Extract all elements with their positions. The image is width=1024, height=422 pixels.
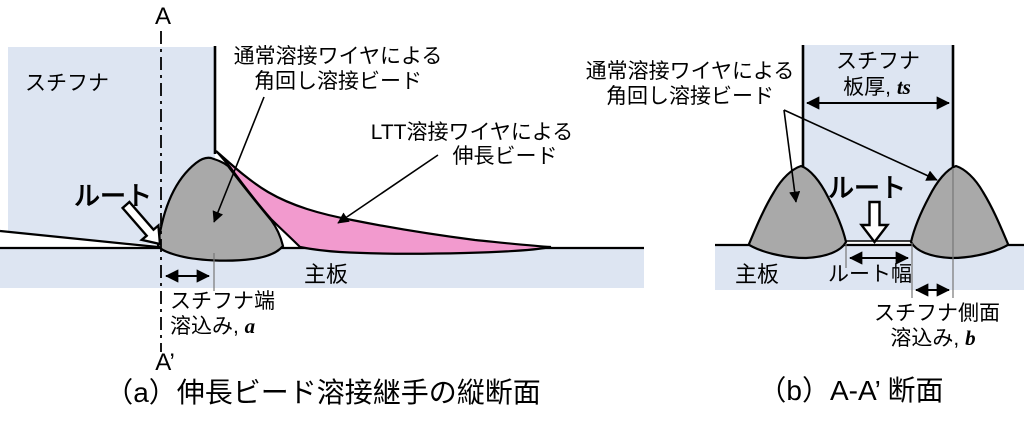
normal-bead-label-a-line1: 通常溶接ワイヤによる <box>234 45 443 68</box>
leader-normal-bead-b-right <box>783 109 938 181</box>
panel-a: A A’ スチフナ ルート 通常溶接ワイヤによる 角回し溶接ビード LTT溶接ワ… <box>0 3 644 408</box>
corner-weld-bead-a <box>156 156 285 262</box>
thickness-label-line1: スチフナ <box>836 50 920 73</box>
main-plate-label-a: 主板 <box>304 262 348 287</box>
thickness-label-line2: 板厚, ts <box>843 75 911 99</box>
main-plate-a <box>0 248 644 288</box>
stiffener-label-a: スチフナ <box>25 72 109 95</box>
root-label-b: ルート <box>828 173 906 203</box>
leader-normal-bead-b-left <box>783 109 801 203</box>
ltt-bead-label-line1: LTT溶接ワイヤによる <box>371 121 574 144</box>
root-arrow-b <box>859 200 890 244</box>
panel-b: スチフナ 板厚, ts 通常溶接ワイヤによる 角回し溶接ビード ルート 主板 ル… <box>586 45 1024 406</box>
leader-ltt-bead <box>337 154 439 224</box>
caption-b: （b）A-A’ 断面 <box>758 375 943 406</box>
normal-bead-label-a-line2: 角回し溶接ビード <box>254 70 422 93</box>
side-penetration-label-line2: 溶込み, b <box>890 326 975 350</box>
stiffener-bottom-edge-a <box>0 229 159 249</box>
end-penetration-label-line1: スチフナ端 <box>170 290 275 313</box>
corner-weld-bead-b-left <box>747 164 848 260</box>
stiffener-a <box>8 47 215 245</box>
section-label-a-top: A <box>155 3 171 30</box>
leader-normal-bead-a <box>212 96 265 223</box>
caption-a: （a）伸長ビード溶接継手の縦断面 <box>105 377 541 408</box>
section-label-a-bottom: A’ <box>155 349 175 376</box>
normal-bead-label-b-line1: 通常溶接ワイヤによる <box>586 60 795 83</box>
root-arrow-a <box>120 200 162 246</box>
root-gap-b <box>846 242 911 245</box>
corner-weld-bead-b-right <box>909 164 1010 260</box>
root-width-label: ルート幅 <box>828 263 912 286</box>
side-penetration-label-line1: スチフナ側面 <box>874 302 1000 325</box>
root-label-a: ルート <box>74 181 152 211</box>
normal-bead-label-b-line2: 角回し溶接ビード <box>606 85 774 108</box>
end-penetration-label-line2: 溶込み, a <box>170 314 255 338</box>
main-plate-label-b: 主板 <box>735 262 779 287</box>
ltt-bead-label-line2: 伸長ビード <box>453 145 558 168</box>
